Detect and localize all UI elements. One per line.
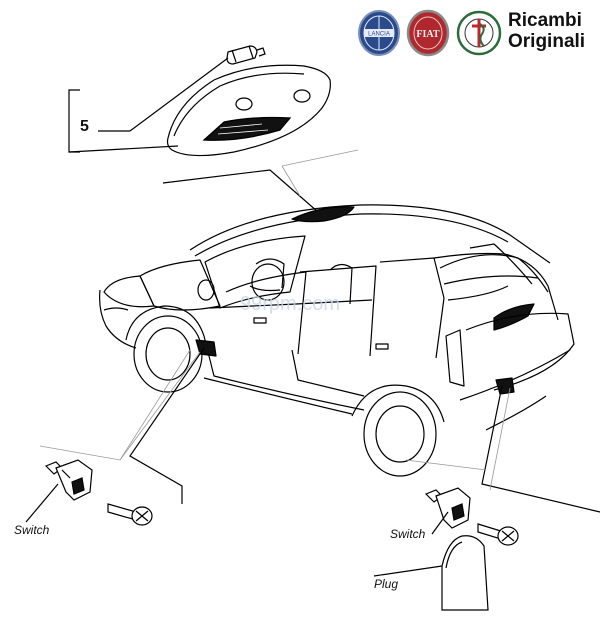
roof-leader <box>162 149 359 213</box>
rear-wheel <box>363 391 437 477</box>
car-body <box>99 204 575 477</box>
lamp-housing <box>166 64 331 157</box>
plug-part <box>441 535 489 611</box>
alfa-romeo-logo <box>456 10 502 56</box>
roof-lamp-assembly <box>166 45 331 157</box>
left-switch-leader <box>25 483 59 523</box>
lower-leaders <box>39 347 601 513</box>
lancia-logo-text: LANCIA <box>368 32 390 38</box>
lancia-logo: LANCIA <box>358 10 400 56</box>
brand-title-line2: Originali <box>508 31 586 52</box>
lamp-lens <box>202 116 292 141</box>
part-5-callout <box>68 57 229 153</box>
plug-label: Plug <box>374 577 398 591</box>
right-switch-leader <box>431 511 449 535</box>
roof-lamp-location <box>291 206 355 223</box>
right-screw <box>477 523 519 546</box>
fiat-logo: FIAT <box>406 9 450 57</box>
switch-label-right: Switch <box>390 527 426 541</box>
brand-title-line1: Ricambi <box>508 10 582 31</box>
left-screw <box>107 503 153 526</box>
festoon-bulb <box>226 45 266 65</box>
watermark: 99rpm.com <box>240 293 340 315</box>
part-number-5: 5 <box>80 118 89 135</box>
left-door-switch <box>44 459 93 501</box>
brand-title: Ricambi Originali <box>508 10 585 52</box>
switch-label-left: Switch <box>14 523 50 537</box>
rear-door-switch-location <box>495 377 515 395</box>
plug-leader <box>373 565 443 577</box>
right-rear-switch <box>424 487 471 529</box>
fiat-logo-text: FIAT <box>416 29 439 40</box>
